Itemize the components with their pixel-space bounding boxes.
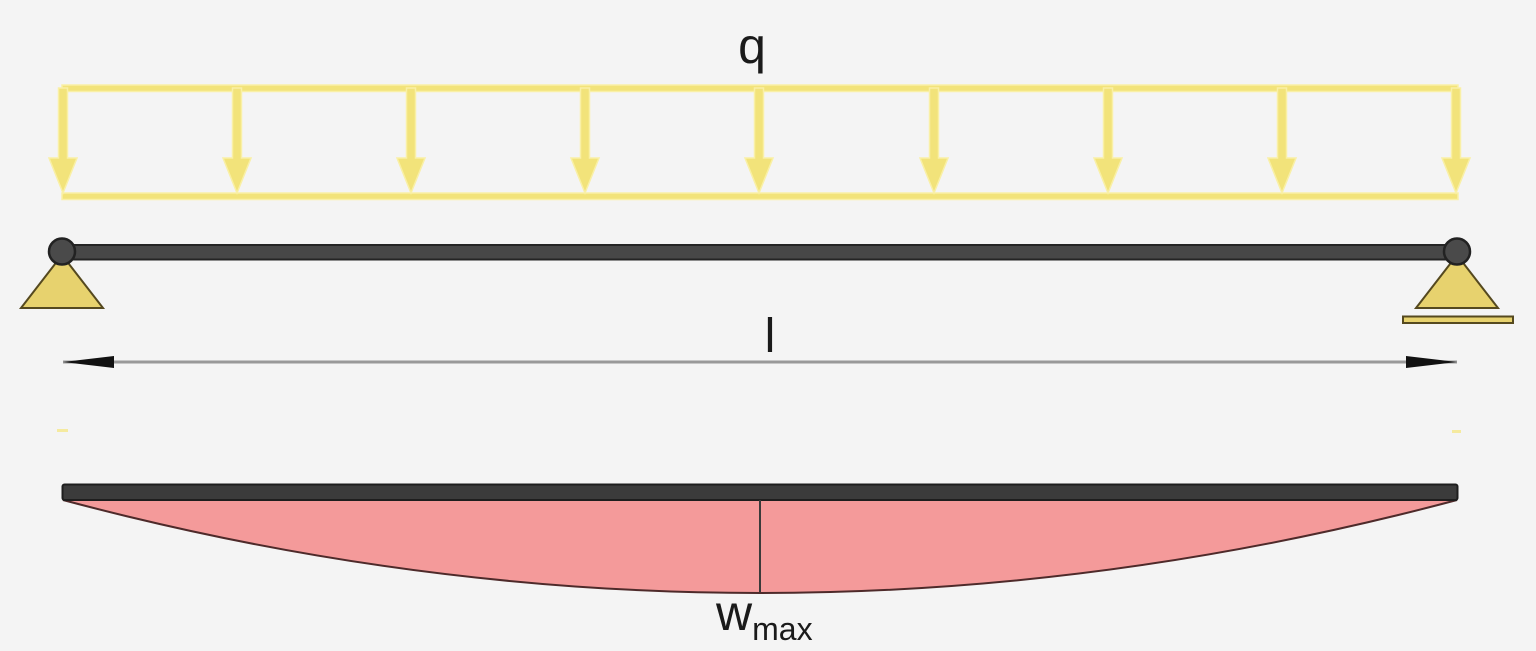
right-roller-support (1402, 237, 1514, 324)
left-pin-support (18, 237, 106, 309)
down-arrow-icon (918, 87, 950, 196)
roller-hinge-circle-icon (1442, 237, 1472, 266)
load-label: q (738, 18, 766, 74)
stray-mark-left (57, 429, 68, 432)
down-arrow-icon (221, 87, 253, 196)
max-deflection-label: wmax (715, 585, 813, 647)
max-deflection-subscript: max (752, 611, 812, 647)
max-deflection-symbol: w (715, 585, 753, 641)
deflection-curve (62, 499, 1458, 594)
beam-bar (55, 244, 1462, 261)
down-arrow-icon (395, 87, 427, 196)
down-arrow-icon (743, 87, 775, 196)
down-arrow-icon (1440, 87, 1472, 196)
span-length-label: l (765, 310, 776, 363)
undeflected-beam-bar (61, 483, 1459, 501)
pin-triangle-icon (18, 253, 106, 309)
load-bottom-line (61, 192, 1459, 201)
stray-mark-right (1452, 430, 1461, 433)
roller-triangle-icon (1413, 253, 1501, 309)
dimension-arrow-left-icon (63, 356, 114, 368)
down-arrow-icon (1266, 87, 1298, 196)
load-arrows (47, 87, 1472, 196)
pin-hinge-circle-icon (47, 237, 77, 266)
down-arrow-icon (569, 87, 601, 196)
down-arrow-icon (47, 87, 79, 196)
down-arrow-icon (1092, 87, 1124, 196)
roller-base-line (1402, 315, 1514, 324)
distributed-load: q (47, 18, 1472, 201)
dimension-arrow-right-icon (1406, 356, 1457, 368)
deflection-diagram: wmax (61, 483, 1459, 647)
span-dimension: l (63, 310, 1457, 368)
